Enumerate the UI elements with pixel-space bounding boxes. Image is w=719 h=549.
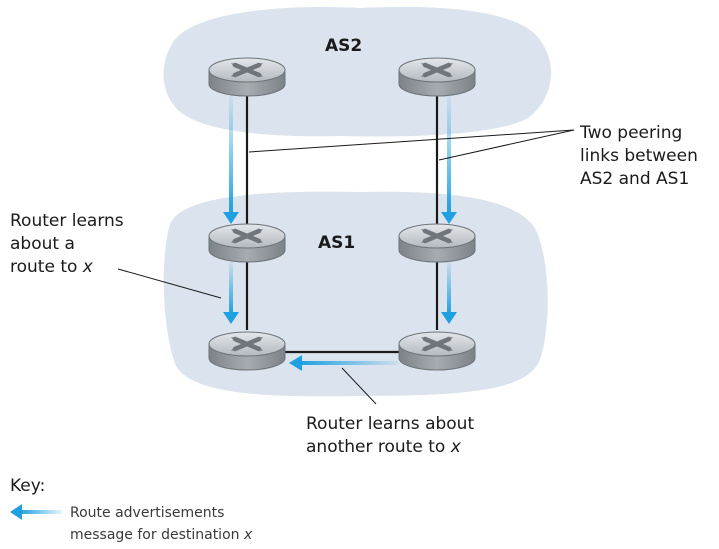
advertisement-arrow-icon	[223, 96, 239, 224]
key-title: Key:	[10, 476, 45, 496]
router-icon	[209, 58, 285, 96]
peering-callout: Two peering links between AS2 and AS1	[579, 123, 703, 189]
learns-route-callout: Router learns about a route to x	[10, 211, 129, 277]
router-icon	[399, 58, 475, 96]
advertisement-arrow-icon	[441, 262, 457, 324]
advertisement-arrow-icon	[10, 504, 62, 520]
key: Key: Route advertisements message for de…	[10, 476, 253, 543]
as2-label: AS2	[325, 36, 362, 56]
advertisement-arrows	[223, 96, 457, 371]
router-icon	[209, 224, 285, 262]
as2-region	[163, 6, 552, 137]
advertisement-arrow-icon	[223, 262, 239, 324]
router-icon	[399, 332, 475, 370]
advertisement-arrow-icon	[441, 96, 457, 224]
leader-lines	[117, 129, 575, 405]
links	[245, 96, 439, 354]
learns-another-callout: Router learns about another route to x	[306, 414, 480, 457]
router-icon	[209, 332, 285, 370]
key-description: Route advertisements message for destina…	[70, 505, 253, 543]
as1-label: AS1	[318, 233, 355, 253]
router-icon	[399, 224, 475, 262]
advertisement-arrow-icon	[289, 355, 398, 371]
